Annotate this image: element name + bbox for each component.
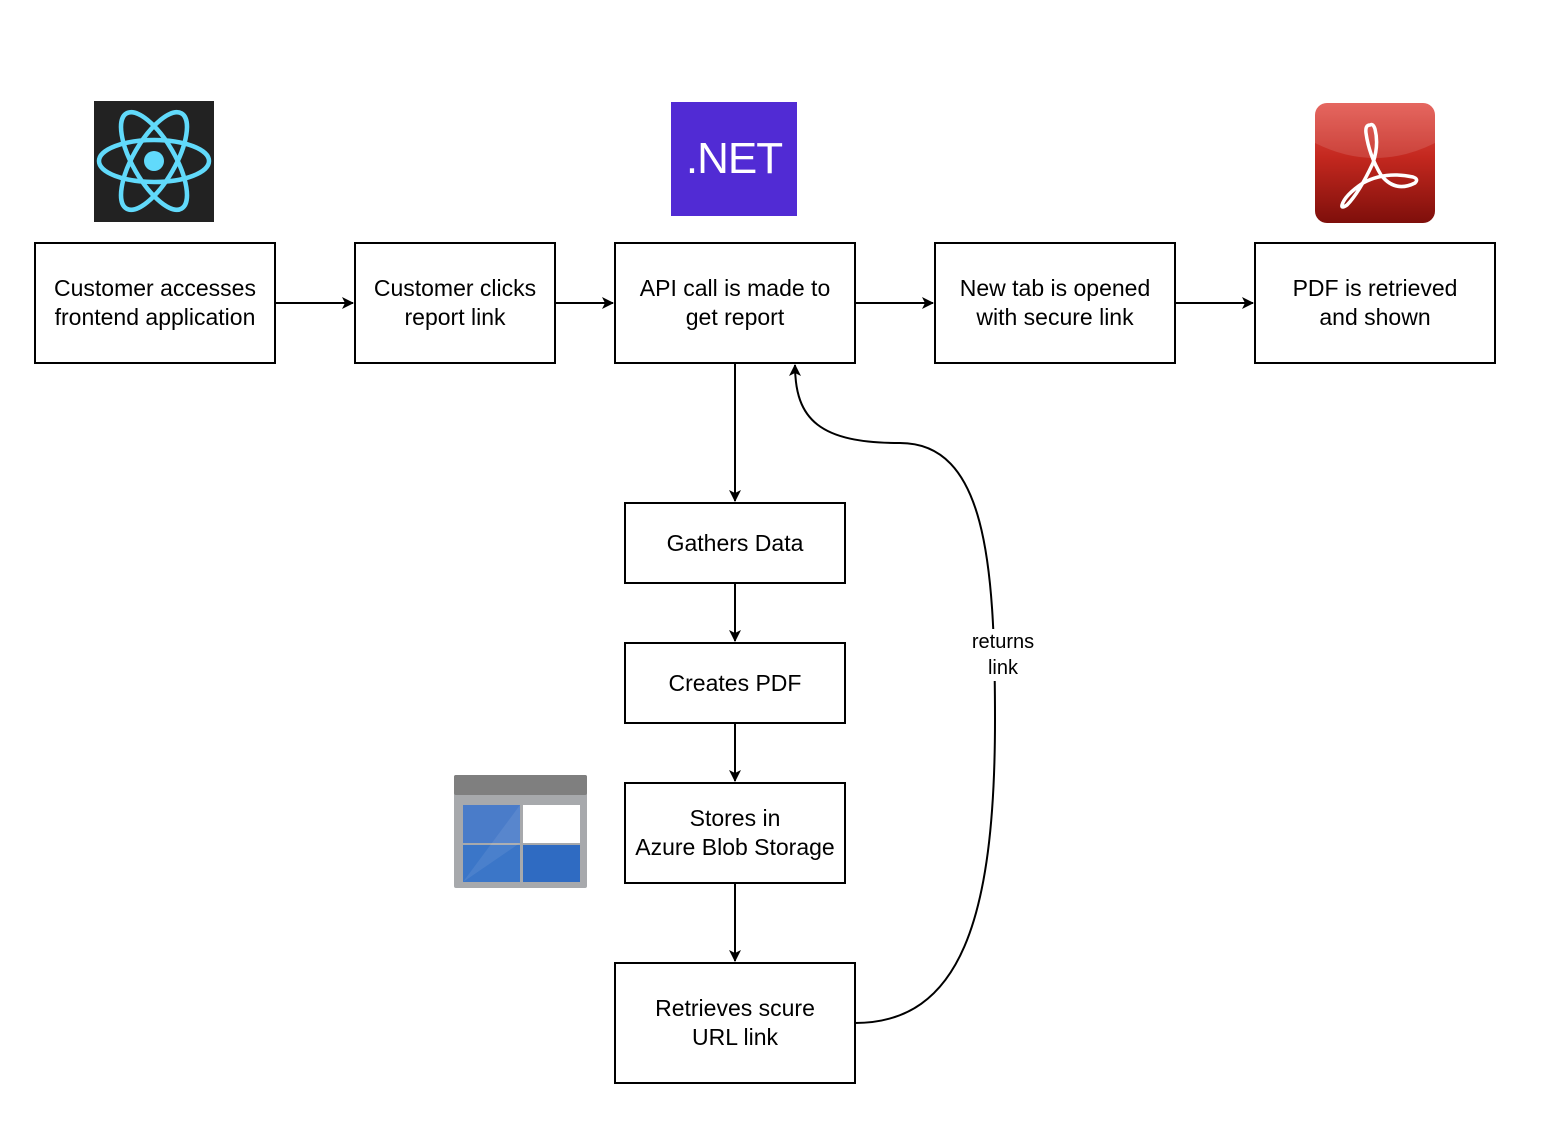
node-retrieves-link: Retrieves scure URL link (614, 962, 856, 1084)
node-api-call-label: API call is made to get report (639, 275, 831, 330)
node-customer-accesses: Customer accesses frontend application (34, 242, 276, 364)
node-stores-blob: Stores in Azure Blob Storage (624, 782, 846, 884)
acrobat-icon (1315, 103, 1435, 223)
node-api-call: API call is made to get report (614, 242, 856, 364)
node-pdf-shown-label: PDF is retrieved and shown (1292, 275, 1458, 330)
node-creates-pdf: Creates PDF (624, 642, 846, 724)
returns-link-label: returns link (963, 629, 1043, 681)
edge-retrieves-returns-link (789, 364, 997, 1024)
node-new-tab: New tab is opened with secure link (934, 242, 1176, 364)
node-customer-clicks-label: Customer clicks report link (373, 275, 537, 330)
node-customer-accesses-label: Customer accesses frontend application (54, 275, 256, 330)
react-icon (94, 101, 214, 222)
azure-blob-storage-icon (454, 775, 587, 888)
node-customer-clicks: Customer clicks report link (354, 242, 556, 364)
node-stores-blob-label: Stores in Azure Blob Storage (635, 805, 835, 860)
node-retrieves-link-label: Retrieves scure URL link (655, 995, 815, 1050)
node-gathers-data: Gathers Data (624, 502, 846, 584)
node-new-tab-label: New tab is opened with secure link (959, 275, 1151, 330)
node-gathers-data-label: Gathers Data (666, 529, 804, 556)
dotnet-logo: .NET (671, 102, 797, 216)
node-creates-pdf-label: Creates PDF (668, 669, 802, 696)
node-pdf-shown: PDF is retrieved and shown (1254, 242, 1496, 364)
dotnet-logo-text: .NET (685, 134, 783, 183)
